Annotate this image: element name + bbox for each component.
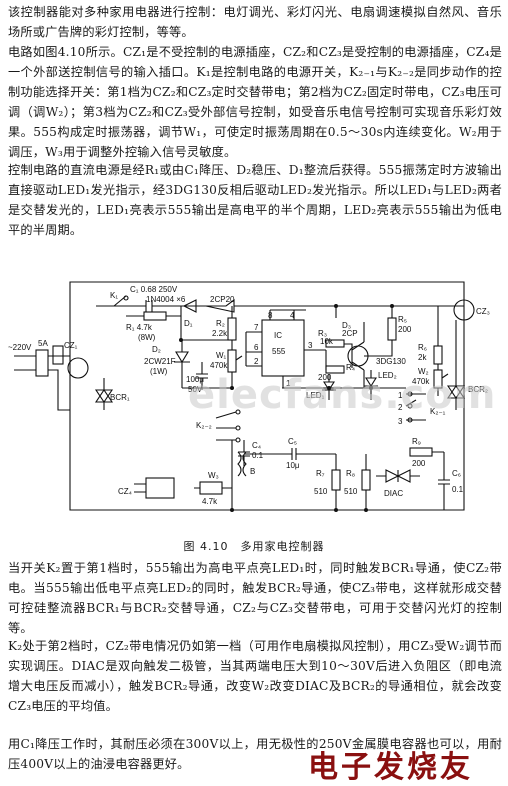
- figure-caption: 图 4.10 多用家电控制器: [183, 540, 325, 553]
- bcr2-label: BCR₂: [468, 385, 488, 394]
- r4-value-label: 200: [318, 373, 332, 382]
- c1-label: C₁ 0.68 250V: [130, 285, 178, 294]
- d3-label: D₃: [342, 321, 351, 330]
- c5-label: C₅: [288, 437, 297, 446]
- d2cp-label: 2CP20: [210, 295, 235, 304]
- d3-part-label: 2CP: [342, 329, 358, 338]
- r6-label: R₆: [418, 343, 427, 352]
- fuse-label: 5A: [38, 339, 48, 348]
- c4-value-label: 0.1: [252, 451, 264, 460]
- dz-part-label: 2CW21F: [144, 357, 176, 366]
- site-watermark: elecfans.com: [188, 372, 497, 418]
- cz4-label: CZ₄: [118, 487, 132, 496]
- pin3-label: 3: [308, 341, 313, 350]
- capacitor-note-paragraph: 用C₁降压工作时，其耐压必须在300V以上，用无极性的250V金属膜电容器也可以…: [8, 737, 502, 771]
- transformer-label: B: [250, 467, 255, 476]
- c2-voltage-label: 50V: [188, 385, 203, 394]
- mode1-paragraph: 当开关K₂置于第1档时，555输出为高电平点亮LED₁时，同时触发BCR₁导通，…: [8, 561, 502, 635]
- r1-power-label: (8W): [138, 333, 156, 342]
- cz3-label: CZ₃: [476, 307, 490, 316]
- r3-value-label: 10k: [320, 337, 334, 346]
- pin2-label: 2: [254, 357, 259, 366]
- r8-value-label: 510: [344, 487, 358, 496]
- r7-value-label: 510: [314, 487, 328, 496]
- c6-label: C₆: [452, 469, 461, 478]
- ic-part-label: 555: [272, 347, 286, 356]
- mode2-paragraph: K₂处于第2档时，CZ₂带电情况仍如第一档（可用作电扇模拟风控制），用CZ₃受W…: [8, 639, 502, 713]
- r2-label: R₂: [216, 319, 225, 328]
- r8-label: R₈: [346, 469, 355, 478]
- dz-power-label: (1W): [150, 367, 168, 376]
- k22-label: K₂₋₂: [196, 421, 212, 430]
- cz1-label: CZ₁: [64, 341, 78, 350]
- diac-label: DIAC: [384, 489, 403, 498]
- r5-label: R₅: [398, 315, 407, 324]
- node3-label: 3: [398, 417, 403, 426]
- pin1-label: 1: [286, 379, 291, 388]
- w3-label: W₃: [208, 471, 219, 480]
- d1-label: D₁: [184, 319, 193, 328]
- c2-label: 100μ: [186, 375, 204, 384]
- r9-label: R₉: [412, 437, 421, 446]
- c6-value-label: 0.1: [452, 485, 464, 494]
- node1-label: 1: [398, 391, 403, 400]
- led1-label: LED₁: [306, 391, 325, 400]
- node2-label: 2: [398, 403, 403, 412]
- pin4-label: 4: [290, 311, 295, 320]
- k1-label: K₁: [110, 291, 118, 300]
- c4-label: C₄: [252, 441, 261, 450]
- pin7-label: 7: [254, 323, 259, 332]
- circuit-description-paragraph: 电路如图4.10所示。CZ₁是不受控制的电源插座，CZ₂和CZ₃是受控制的电源插…: [8, 45, 502, 159]
- k21-label: K₂₋₁: [430, 407, 446, 416]
- r5-value-label: 200: [398, 325, 412, 334]
- c5-value-label: 10μ: [286, 461, 300, 470]
- r7-label: R₇: [316, 469, 325, 478]
- pin8-label: 8: [268, 311, 273, 320]
- w1-value-label: 470k: [210, 361, 228, 370]
- power-supply-paragraph: 控制电路的直流电源是经R₁或由C₁降压、D₂稳压、D₁整流后获得。555振荡定时…: [8, 163, 502, 237]
- r2-value-label: 2.2k: [212, 329, 228, 338]
- r1-label: R₁ 4.7k: [126, 323, 153, 332]
- r4-label: R₄: [346, 363, 355, 372]
- transistor-label: 3DG130: [376, 357, 406, 366]
- r3-label: R₃: [318, 329, 327, 338]
- pin6-label: 6: [254, 343, 259, 352]
- bcr1-label: BCR₁: [110, 393, 130, 402]
- w2-label: W₂: [418, 367, 429, 376]
- d1-part-label: 1N4004 ×6: [146, 295, 186, 304]
- circuit-diagram: ~220V 5A CZ₁ BCR₁ K₁ C₁ 0.68 250V R₁ 4.7…: [8, 281, 490, 512]
- ic-label: IC: [274, 331, 282, 340]
- w2-value-label: 470k: [412, 377, 430, 386]
- brand-watermark: 电子发烧友: [308, 750, 473, 785]
- r9-value-label: 200: [412, 459, 426, 468]
- w3-value-label: 4.7k: [202, 497, 218, 506]
- mains-label: ~220V: [8, 343, 32, 352]
- led2-label: LED₂: [378, 371, 397, 380]
- dz-label: D₂: [152, 345, 161, 354]
- r6-value-label: 2k: [418, 353, 427, 362]
- intro-paragraph: 该控制器能对多种家用电器进行控制：电灯调光、彩灯闪光、电扇调速模拟自然风、音乐场…: [8, 5, 502, 39]
- w1-label: W₁: [216, 351, 227, 360]
